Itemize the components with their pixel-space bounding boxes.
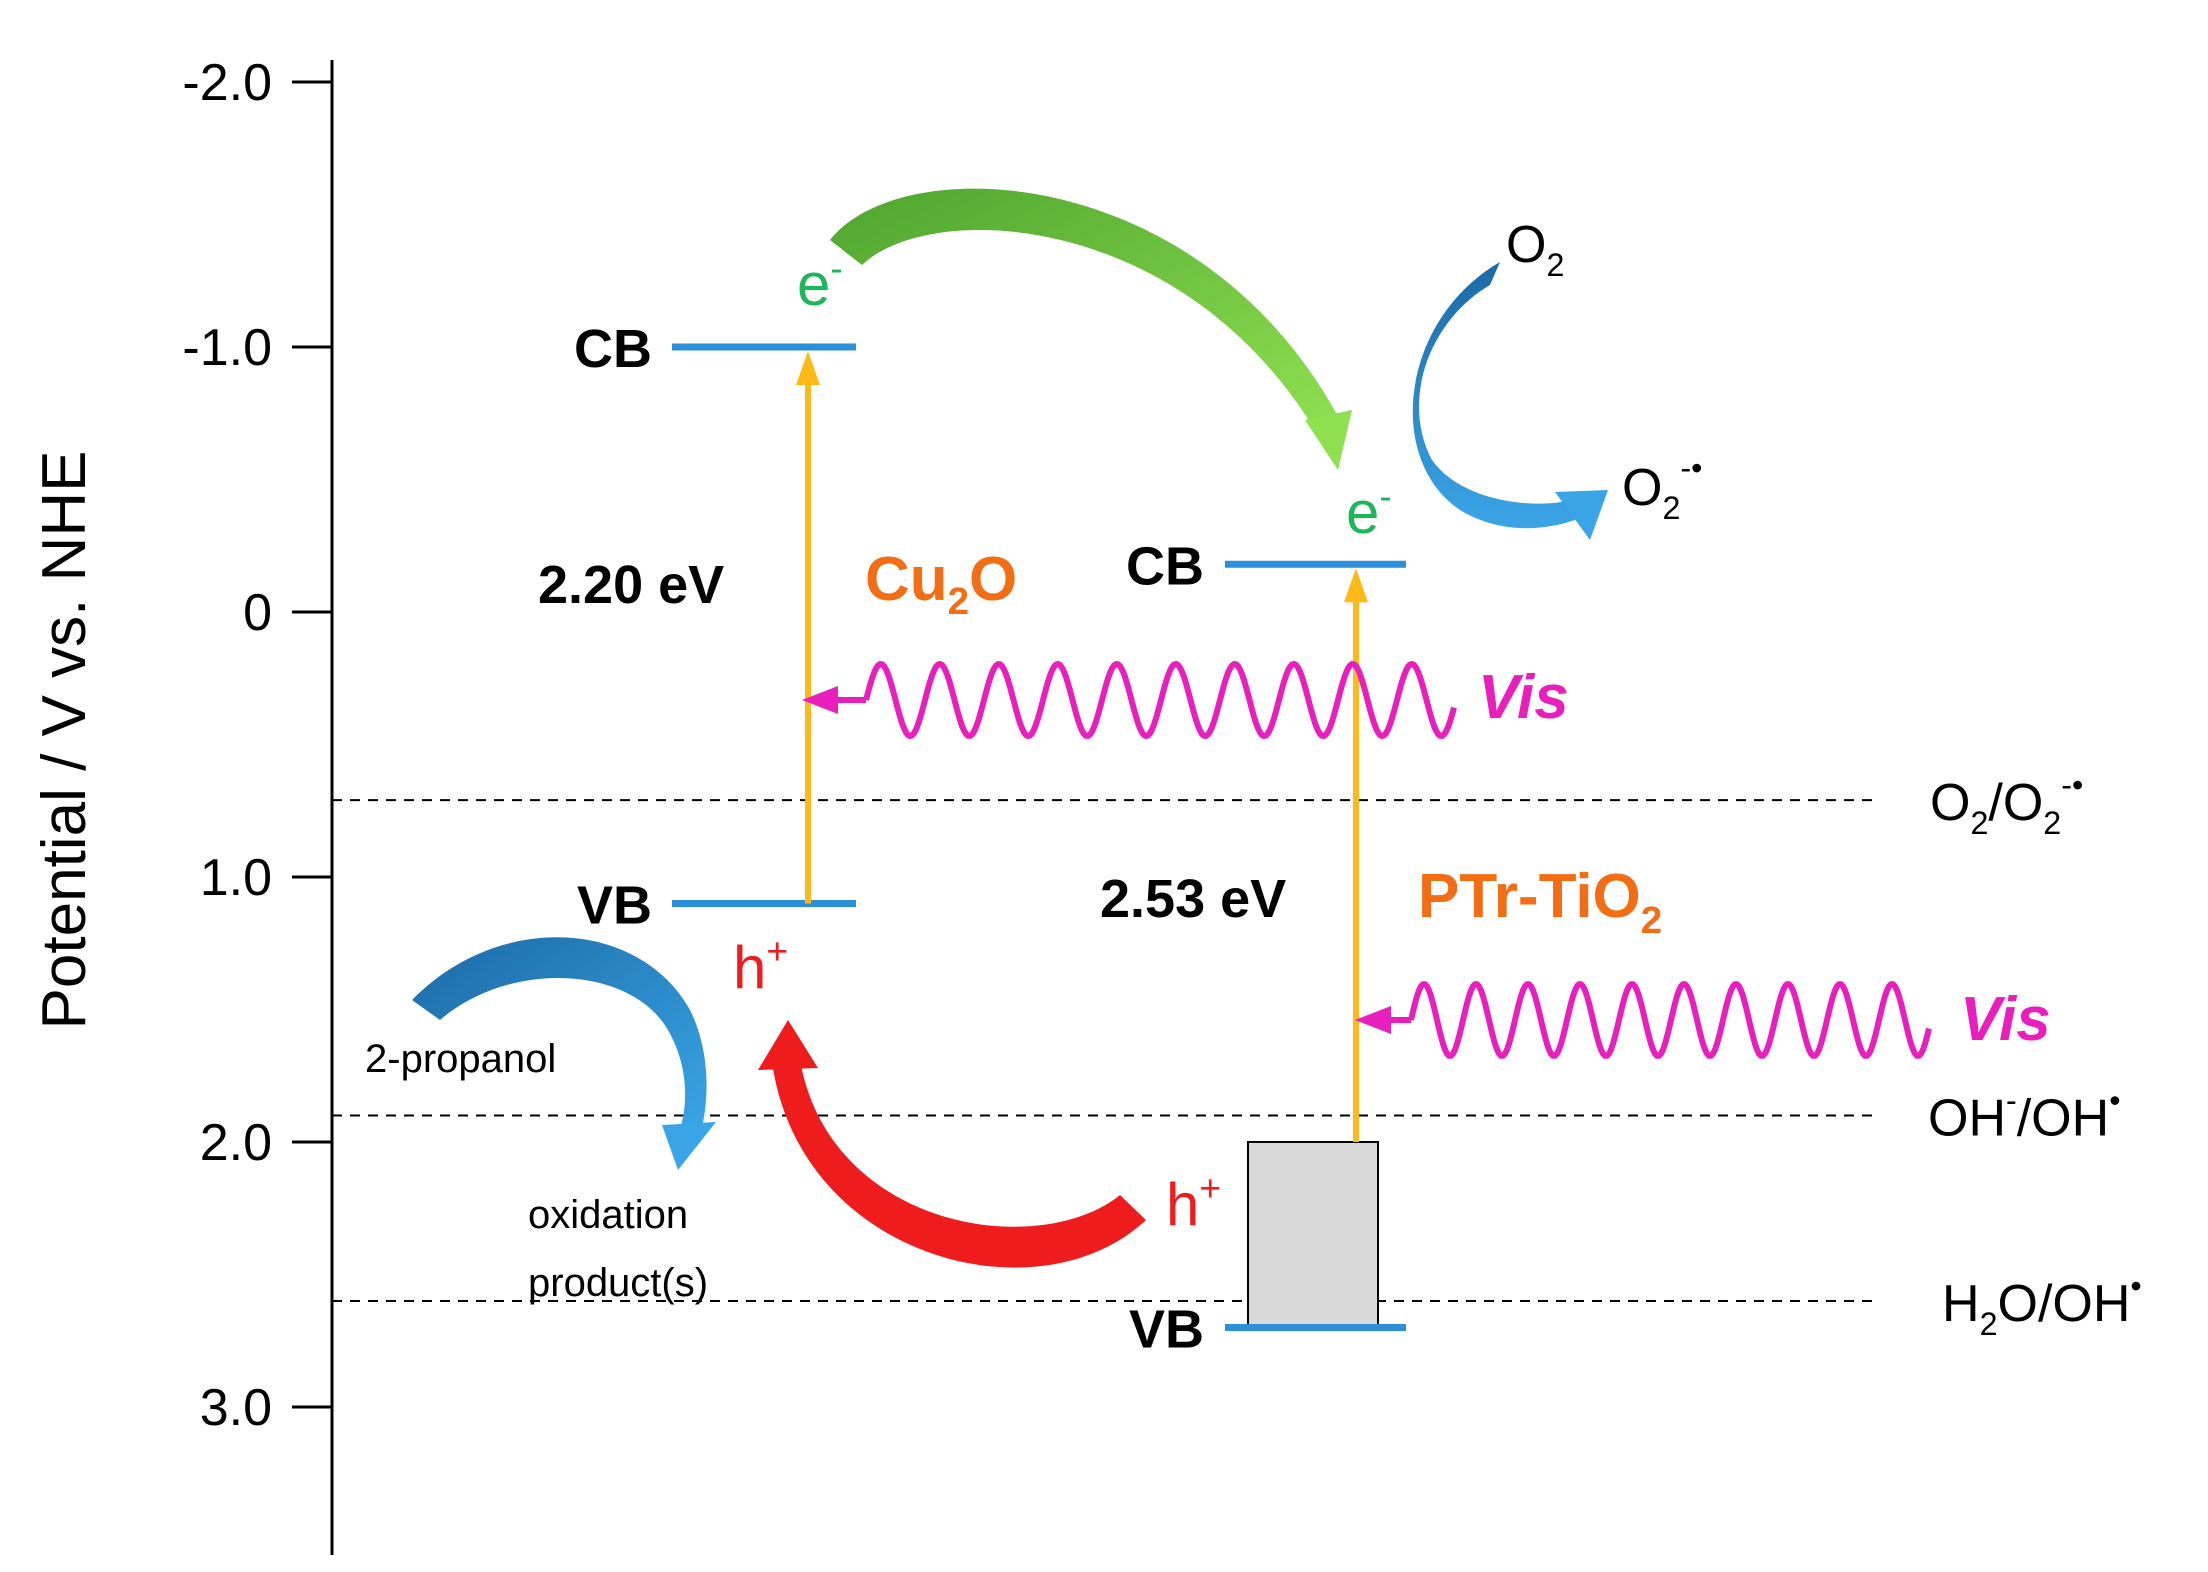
vis-wave-upper [863,660,1457,740]
vis-wave-lower-arrowhead [1355,1006,1391,1034]
y-tick-label: 1.0 [200,849,272,907]
ptr-tio2-midgap-state [1247,1141,1379,1329]
ptr-tio2-excitation-arrowhead [1344,568,1368,603]
cu2o-electron: e- [797,247,843,318]
ptr-tio2-gap-label: 2.53 eV [1100,869,1286,929]
cu2o-gap-label: 2.20 eV [538,555,724,615]
oxygen-reduction-arrowhead [1555,490,1608,540]
redox-level-label: H2O/OH• [1942,1268,2142,1342]
redox-level-label: OH-/OH• [1928,1083,2120,1148]
propanol-oxidation-arrow-body [412,937,707,1135]
ptr-tio2-name: PTr-TiO2 [1418,862,1662,942]
electron-transfer-arrow [830,188,1352,470]
ptr-tio2-semiconductor: CB VB 2.53 eV PTr-TiO2 e- h+ [1100,475,1662,1360]
y-tick-label: 0 [243,584,272,642]
y-axis-title: Potential / V vs. NHE [30,451,99,1030]
cu2o-excitation-arrowhead [796,351,820,385]
y-tick-label: -2.0 [182,54,272,112]
y-tick-label: -1.0 [182,319,272,377]
electron-transfer-arrowhead [1305,410,1352,470]
redox-level-label: O2/O2-• [1930,767,2083,841]
redox-levels: O2/O2-• OH-/OH• H2O/OH• [332,767,2142,1342]
cu2o-name: Cu2O [865,545,1017,623]
cu2o-hole: h+ [733,930,788,1001]
ptr-tio2-electron: e- [1346,475,1392,546]
vis-label-upper: Vis [1478,663,1569,732]
hole-transfer-arrow-body [772,1060,1146,1268]
ptr-tio2-cb-label: CB [1126,536,1204,596]
electron-transfer-arrow-body [830,188,1340,430]
vis-label-lower: Vis [1960,985,2051,1054]
cu2o-semiconductor: CB VB 2.20 eV Cu2O e- h+ [538,247,1017,1001]
oxygen-reduction-arrow-body [1412,262,1575,529]
vis-wave-upper-arrowhead [802,686,838,714]
y-tick-label: 2.0 [200,1114,272,1172]
hole-transfer-arrowhead [758,1020,818,1070]
propanol-oxidation-arrowhead [662,1122,716,1170]
oxygen-reduction-arrow: O2 O2-• [1412,216,1702,540]
superoxide-label: O2-• [1622,450,1702,526]
hole-transfer-arrow [758,1020,1146,1268]
o2-label: O2 [1506,216,1564,283]
cu2o-vb-label: VB [577,876,652,936]
visible-light: Vis Vis [802,660,2051,1059]
vis-wave-lower [1408,981,1932,1059]
ptr-tio2-vb-label: VB [1129,1300,1204,1360]
cu2o-cb-label: CB [574,319,652,379]
oxidation-product-label-line2: product(s) [528,1261,708,1305]
y-tick-label: 3.0 [200,1379,272,1437]
y-axis-ticks: -2.0 -1.0 0 1.0 2.0 3.0 [182,54,332,1437]
y-axis: -2.0 -1.0 0 1.0 2.0 3.0 Potential / V vs. NHE [30,54,334,1555]
oxidation-product-label-line1: oxidation [528,1193,688,1237]
ptr-tio2-hole: h+ [1166,1167,1221,1238]
propanol-oxidation-arrow: 2-propanol oxidation product(s) [365,937,716,1305]
propanol-label: 2-propanol [365,1037,556,1081]
